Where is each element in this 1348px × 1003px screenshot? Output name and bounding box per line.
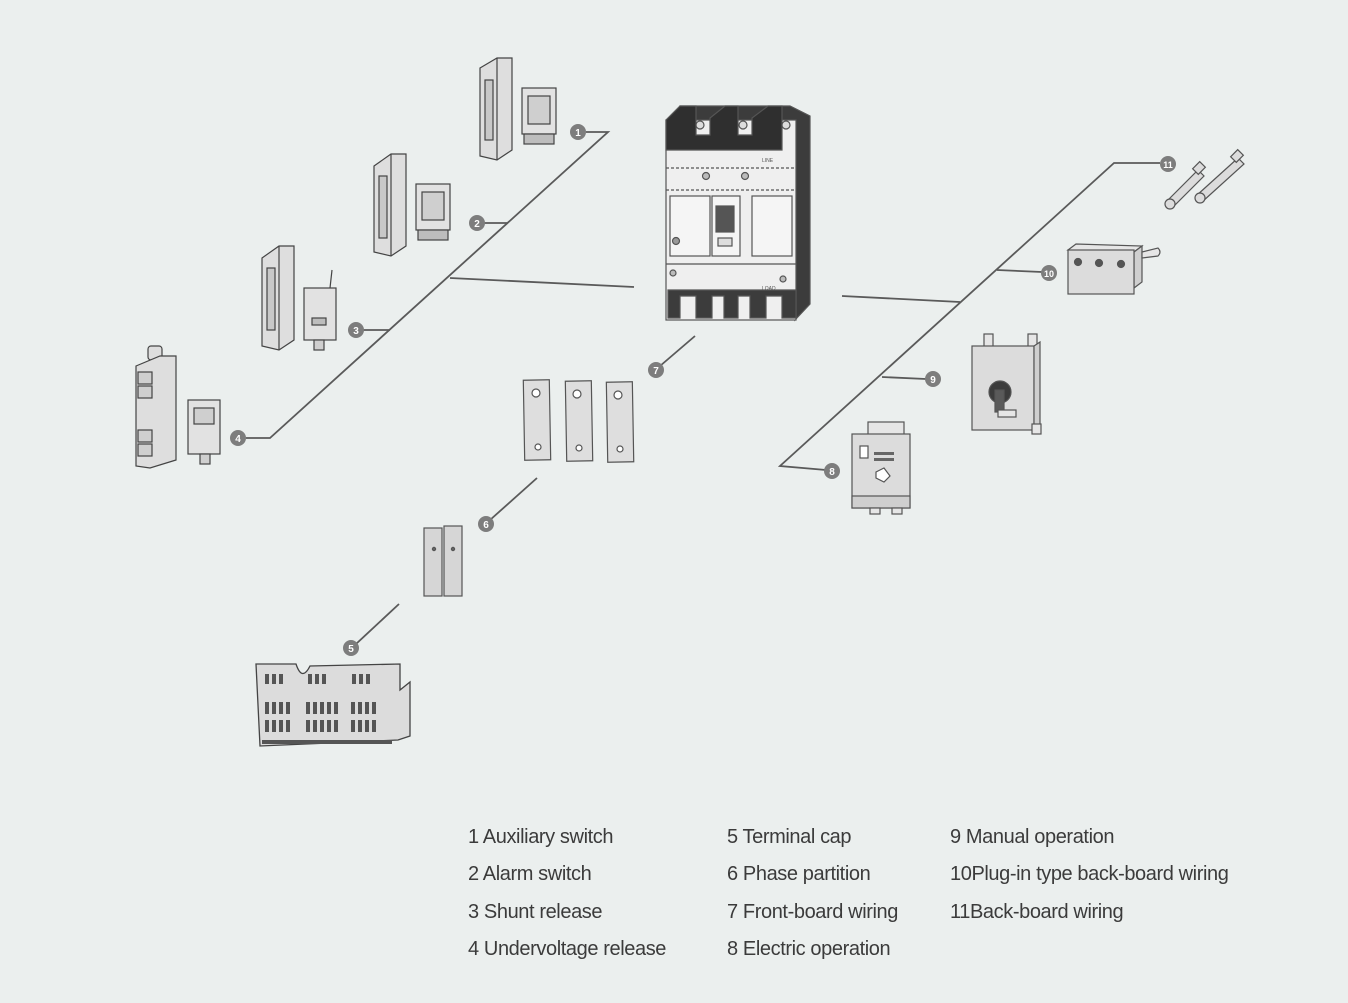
callout-7: 7 [648,362,664,378]
svg-text:5: 5 [348,644,354,655]
undervoltage-release-illustration [135,345,221,469]
accessory-diagram: LINE LOAD [135,57,1245,747]
callout-10: 10 [1041,265,1057,281]
callout-8: 8 [824,463,840,479]
svg-text:6: 6 [483,520,489,531]
legend-item: 5 Terminal cap [727,826,852,848]
legend-item: 8 Electric operation [727,937,891,960]
leader-lines-left [246,131,696,645]
svg-text:2: 2 [474,219,480,230]
svg-text:1: 1 [575,128,581,139]
auxiliary-switch-illustration [479,57,557,161]
plug-in-back-board-wiring-illustration [1066,243,1161,295]
legend-item: 9 Manual operation [950,826,1115,848]
callout-9: 9 [925,371,941,387]
callouts: 1 2 3 4 5 6 7 8 9 10 11 [230,124,1176,656]
legend-item: 6 Phase partition [727,863,871,886]
front-board-wiring-illustration [522,379,635,463]
load-mark: LOAD [762,286,776,292]
manual-operation-illustration [971,333,1042,435]
svg-text:9: 9 [930,375,936,386]
circuit-breaker-illustration: LINE LOAD [665,105,811,322]
svg-text:7: 7 [653,366,659,377]
shunt-release-illustration [261,245,337,351]
svg-text:8: 8 [829,467,835,478]
callout-2: 2 [469,215,485,231]
legend-item: 3 Shunt release [468,900,603,923]
svg-text:3: 3 [353,326,359,337]
legend-item: 4 Undervoltage release [468,937,667,960]
callout-6: 6 [478,516,494,532]
callout-4: 4 [230,430,246,446]
legend-item: 7 Front-board wiring [727,900,898,923]
alarm-switch-illustration [373,153,451,257]
callout-1: 1 [570,124,586,140]
legend-item: 10Plug-in type back-board wiring [950,863,1229,886]
back-board-wiring-illustration [1164,148,1245,210]
legend: 1 Auxiliary switch 2 Alarm switch 3 Shun… [468,823,1270,972]
legend-item: 11Back-board wiring [950,900,1124,923]
line-mark: LINE [762,158,774,164]
terminal-cap-illustration [255,663,411,747]
callout-5: 5 [343,640,359,656]
svg-text:11: 11 [1163,160,1173,170]
leader-lines-right [777,162,1160,471]
legend-item: 2 Alarm switch [468,863,592,886]
callout-3: 3 [348,322,364,338]
svg-text:10: 10 [1044,269,1054,279]
phase-partition-illustration [423,525,463,597]
svg-text:4: 4 [235,434,241,445]
electric-operation-illustration [851,421,911,515]
legend-item: 1 Auxiliary switch [468,826,614,848]
callout-11: 11 [1160,156,1176,172]
